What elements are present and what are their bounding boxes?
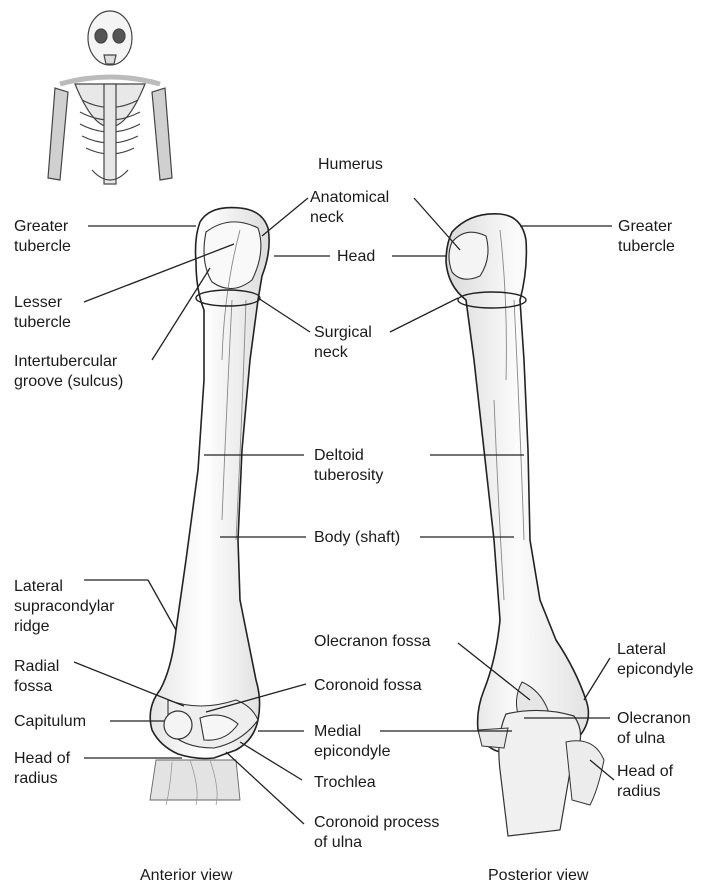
label-lesser-tubercle: Lesser tubercle bbox=[14, 293, 71, 333]
diagram-title: Humerus bbox=[318, 155, 383, 175]
label-anatomical-neck: Anatomical neck bbox=[310, 188, 389, 228]
label-lateral-epicondyle: Lateral epicondyle bbox=[617, 640, 694, 680]
label-medial-epicondyle: Medial epicondyle bbox=[314, 722, 391, 762]
label-surgical-neck: Surgical neck bbox=[314, 323, 372, 363]
label-olecranon-of-ulna: Olecranon of ulna bbox=[617, 709, 691, 749]
label-deltoid-tuberosity: Deltoid tuberosity bbox=[314, 446, 383, 486]
anterior-humerus bbox=[150, 208, 269, 805]
label-coronoid-fossa: Coronoid fossa bbox=[314, 676, 422, 696]
label-trochlea: Trochlea bbox=[314, 773, 376, 793]
skeleton-thumbnail bbox=[48, 11, 172, 184]
label-lateral-supracondylar-ridge: Lateral supracondylar ridge bbox=[14, 577, 115, 637]
label-body-shaft: Body (shaft) bbox=[314, 528, 400, 548]
caption-anterior-view: Anterior view bbox=[140, 866, 232, 886]
label-greater-tubercle-right: Greater tubercle bbox=[618, 217, 675, 257]
posterior-humerus bbox=[446, 214, 604, 836]
label-coronoid-process: Coronoid process of ulna bbox=[314, 813, 439, 853]
label-capitulum: Capitulum bbox=[14, 712, 86, 732]
label-greater-tubercle-left: Greater tubercle bbox=[14, 217, 71, 257]
label-head: Head bbox=[337, 247, 375, 267]
label-radial-fossa: Radial fossa bbox=[14, 657, 59, 697]
label-intertubercular-groove: Intertubercular groove (sulcus) bbox=[14, 352, 123, 392]
label-head-of-radius-left: Head of radius bbox=[14, 749, 70, 789]
label-olecranon-fossa: Olecranon fossa bbox=[314, 632, 431, 652]
label-head-of-radius-right: Head of radius bbox=[617, 762, 673, 802]
caption-posterior-view: Posterior view bbox=[488, 866, 588, 886]
